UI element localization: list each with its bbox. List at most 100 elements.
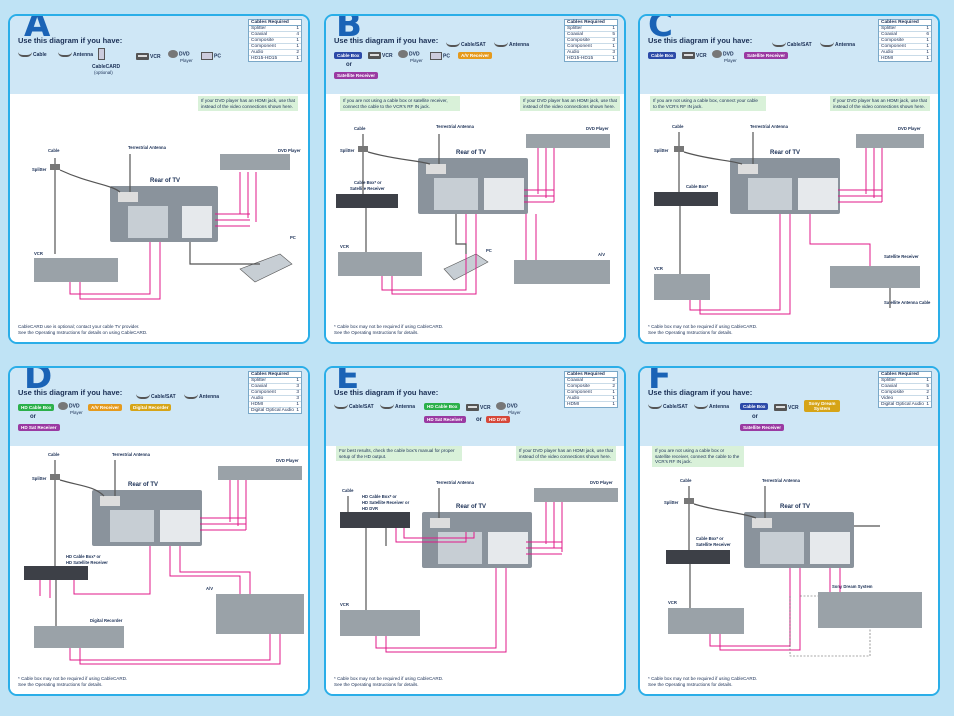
splitter (50, 164, 60, 170)
tv-input-block (438, 532, 482, 564)
device-cablesat: Cable/SAT (648, 404, 688, 410)
dream-system-label: Sony Dream System (832, 584, 873, 589)
tv-component-block (160, 510, 200, 542)
vcr (340, 610, 420, 636)
dvd-sub-label: Player (70, 410, 83, 415)
splitter (684, 498, 694, 504)
device-cablesat: Cable/SAT (446, 42, 486, 48)
device-vcr: VCR (682, 52, 707, 59)
dvd-label: DVD Player (590, 480, 613, 485)
hd-cable-box (24, 566, 88, 580)
tv-antenna-jack (100, 496, 120, 506)
satellite-receiver (830, 266, 920, 288)
splitter (358, 146, 368, 152)
cablecard-sub-label: (optional) (94, 70, 113, 75)
hd-cable-box (340, 512, 410, 528)
cable-label: Cable (48, 148, 60, 153)
footnote: * Cable box may not be required if using… (18, 676, 128, 688)
connection-diagram: Cable Terrestrial Antenna Splitter Rear … (654, 124, 931, 315)
dashed-cable (789, 595, 871, 657)
dvd-icon (496, 402, 506, 410)
hd-sat-receiver-badge: HD Sat Receiver (424, 416, 466, 423)
splitter (674, 146, 684, 152)
hd-box-label: HD Cable Box* or (66, 554, 101, 559)
device-pc: PC (201, 52, 221, 60)
connection-diagram: Cable Terrestrial Antenna Splitter Rear … (664, 478, 922, 657)
device-vcr: VCR (136, 53, 161, 60)
hd-sat-label: HD Satellite Receiver or (362, 500, 410, 505)
splitter-label: Splitter (32, 167, 47, 172)
cables-required-title: Cables Required (879, 20, 931, 26)
panel-letter: C (648, 14, 673, 45)
digital-recorder-label: Digital Recorder (90, 618, 123, 623)
panel-letter: A (24, 14, 51, 45)
antenna-label: Terrestrial Antenna (128, 145, 167, 150)
device-dvd: DVD (168, 50, 190, 58)
hd-cable-box-badge: HD Cable Box (424, 403, 461, 410)
footnote: * Cable box may not be required if using… (334, 324, 444, 336)
coax-cable (347, 488, 440, 610)
connection-diagram: Cable Terrestrial Antenna Splitter Rear … (24, 452, 304, 665)
or-label: or (346, 62, 352, 68)
cable-label: Cable (672, 124, 684, 129)
device-vcr: VCR (774, 404, 799, 411)
tv-component-block (488, 532, 528, 564)
panel-c: Use this diagram if you have: Cable/SAT … (638, 14, 940, 344)
splitter-label: Splitter (654, 148, 669, 153)
cable-icon (18, 52, 32, 58)
device-row: Cable/SAT Antenna HD Cable Box VCR DVD P… (334, 400, 564, 440)
rear-of-tv-label: Rear of TV (770, 150, 800, 156)
cablecard-label: CableCARD (92, 64, 121, 70)
device-cable: Cable (18, 52, 47, 58)
vcr (668, 608, 744, 634)
device-dvd: DVD (398, 50, 420, 58)
hd-dvr-badge: HD DVR (486, 416, 510, 423)
antenna-icon (380, 404, 394, 410)
vcr (34, 258, 118, 282)
use-label: Use this diagram if you have: (334, 36, 439, 45)
dvd-sub-label: Player (724, 58, 737, 63)
antenna-label: Terrestrial Antenna (436, 480, 475, 485)
cable-box-badge: Cable Box (648, 52, 677, 59)
tv-input-block (110, 510, 154, 542)
satellite-receiver-badge: Satellite Receiver (334, 72, 379, 79)
or-label: or (752, 414, 758, 420)
digital-recorder-badge: Digital Recorder (130, 404, 172, 411)
component-cable (39, 480, 247, 598)
note: If your DVD player has an HDMI jack, use… (830, 96, 930, 112)
use-label: Use this diagram if you have: (334, 388, 439, 397)
cable-label: Cable (48, 452, 60, 457)
device-dvd: DVD (496, 402, 518, 410)
satellite-antenna-label: Satellite Antenna Cable (884, 300, 931, 305)
av-cable (69, 546, 281, 665)
dvd-sub-label: Player (508, 410, 521, 415)
panel-d: Use this diagram if you have: Cable/SAT … (8, 366, 310, 696)
dvd-icon (398, 50, 408, 58)
coax-cable (688, 486, 766, 608)
splitter-label: Splitter (664, 500, 679, 505)
tv-input-block (760, 532, 804, 564)
device-row: Cable Antenna VCR DVD Player PC CableCAR… (18, 48, 248, 88)
av-receiver-badge: A/V Receiver (88, 404, 123, 411)
vcr-label: VCR (654, 266, 663, 271)
note: If your DVD player has an HDMI jack, use… (198, 96, 298, 112)
